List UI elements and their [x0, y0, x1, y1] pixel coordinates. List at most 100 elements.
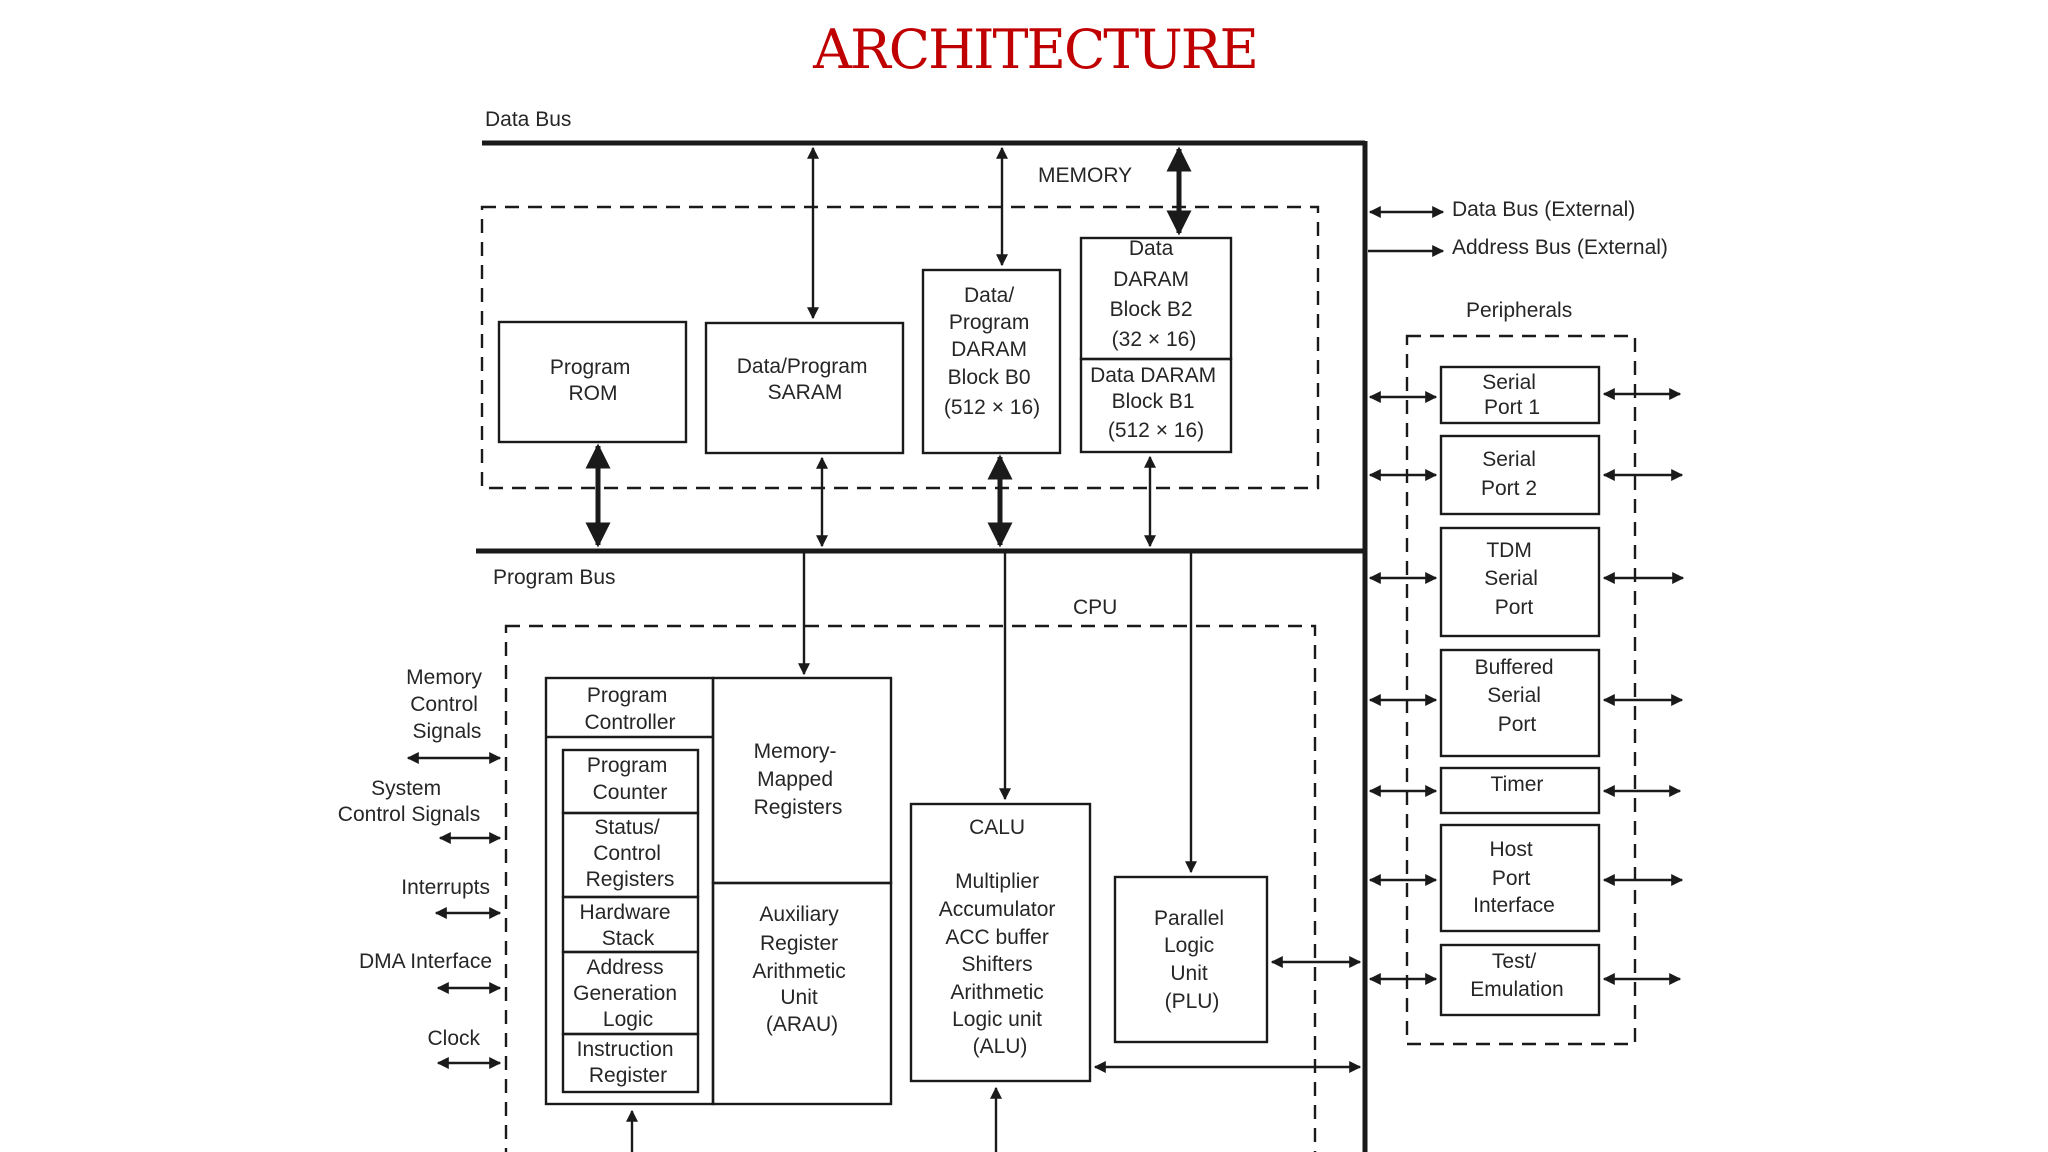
arau-line: Arithmetic	[752, 960, 845, 983]
serial-port-2-block: Serial Port 2	[1439, 434, 1601, 516]
plu-line: (PLU)	[1165, 990, 1220, 1013]
svg-text:Auxiliary Register: Auxiliary Register Arithmetic Unit (ARAU…	[752, 903, 851, 1036]
svg-text:Program ROM: Program ROM	[550, 356, 636, 405]
calu-line: Arithmetic	[950, 981, 1043, 1004]
address-bus-external-label: Address Bus (External)	[1452, 236, 1668, 259]
daram-b0-line: (512 × 16)	[944, 396, 1040, 419]
memory-label: MEMORY	[1038, 164, 1132, 187]
svg-text:Hardware Stack: Hardware Stack	[580, 901, 677, 950]
daram-b2-line: DARAM	[1113, 268, 1189, 291]
svg-text:Parallel Logic Uni: Parallel Logic Unit (PLU)	[1154, 907, 1230, 1013]
daram-b1-block: Data DARAM Block B1 (512 × 16)	[1079, 357, 1233, 454]
daram-b0-line: Block B0	[948, 366, 1031, 389]
tdm-serial-port-block: TDM Serial Port	[1439, 526, 1601, 638]
clock-label: Clock	[427, 1027, 480, 1050]
calu-line: Shifters	[961, 953, 1032, 976]
daram-b2-line: Data	[1129, 237, 1174, 260]
arau-line: Register	[760, 932, 838, 955]
saram-block: Data/Program SARAM	[704, 321, 905, 455]
svg-text:Host Port Interfac: Host Port Interface	[1473, 838, 1555, 917]
test-emulation-line: Emulation	[1470, 978, 1563, 1001]
plu-line: Unit	[1170, 962, 1208, 985]
calu-line: Accumulator	[939, 898, 1056, 921]
memory-control-signals-label: Memory Control Signals	[406, 666, 488, 743]
calu-line: (ALU)	[973, 1035, 1028, 1058]
plu-line: Parallel	[1154, 907, 1224, 930]
status-control-registers-line: Control	[593, 842, 661, 865]
calu-block: CALU Multiplier Accumulator ACC buffer S…	[909, 802, 1092, 1083]
host-port-interface-line: Host	[1489, 838, 1532, 861]
arau-block: Auxiliary Register Arithmetic Unit (ARAU…	[711, 881, 893, 1106]
calu-line: Multiplier	[955, 870, 1039, 893]
cpu-label: CPU	[1073, 596, 1117, 619]
address-generation-logic-line: Address	[587, 956, 664, 979]
calu-line: ACC buffer	[945, 926, 1049, 949]
memory-group	[480, 205, 1320, 490]
program-rom-line: Program	[550, 356, 631, 379]
timer-line: Timer	[1491, 773, 1544, 796]
tdm-serial-port-line: Port	[1495, 596, 1534, 619]
svg-text:Data/ Program DARA: Data/ Program DARAM Block B0 (512 × 16)	[944, 284, 1040, 419]
svg-text:CALU Multiplier Ac: CALU Multiplier Accumulator ACC buffer S…	[939, 816, 1062, 1058]
instruction-register-block: Instruction Register	[561, 1032, 700, 1094]
test-emulation-block: Test/ Emulation	[1439, 943, 1601, 1017]
host-port-interface-line: Interface	[1473, 894, 1555, 917]
daram-b0-line: Program	[949, 311, 1030, 334]
peripherals-title: Peripherals	[1466, 299, 1572, 322]
address-generation-logic-block: Address Generation Logic	[561, 950, 700, 1036]
serial-port-1-line: Port 1	[1484, 396, 1540, 419]
svg-text:Data/Program SARAM: Data/Program SARAM	[737, 355, 874, 404]
daram-b0-line: DARAM	[951, 338, 1027, 361]
status-control-registers-block: Status/ Control Registers	[561, 811, 700, 899]
program-controller-block: Program Controller	[544, 676, 715, 1106]
cpu-group	[504, 624, 1317, 1152]
svg-text:Data DARAM Block B1: Data DARAM Block B1 (512 × 16)	[1090, 364, 1222, 442]
program-counter-line: Program	[587, 754, 668, 777]
daram-b2-line: Block B2	[1110, 298, 1193, 321]
saram-line: SARAM	[768, 381, 843, 404]
hardware-stack-block: Hardware Stack	[561, 895, 700, 954]
svg-text:Memory- Mapped Reg: Memory- Mapped Registers	[754, 740, 843, 819]
svg-text:Program Counter: Program Counter	[587, 754, 673, 804]
program-rom-line: ROM	[569, 382, 618, 405]
serial-port-2-line: Port 2	[1481, 477, 1537, 500]
svg-text:Instruction Register: Instruction Register	[577, 1038, 680, 1087]
memory-mapped-registers-line: Registers	[754, 796, 843, 819]
saram-line: Data/Program	[737, 355, 868, 378]
program-controller-line: Program	[587, 684, 668, 707]
data-bus-external-label: Data Bus (External)	[1452, 198, 1635, 221]
peripherals-group	[1405, 334, 1637, 1046]
hardware-stack-line: Hardware	[580, 901, 671, 924]
daram-b1-line: Block B1	[1112, 390, 1195, 413]
test-emulation-line: Test/	[1492, 950, 1537, 973]
calu-line: Logic unit	[952, 1008, 1042, 1031]
tdm-serial-port-line: Serial	[1484, 567, 1538, 590]
program-counter-block: Program Counter	[561, 748, 700, 815]
calu-line: CALU	[969, 816, 1025, 839]
arau-line: (ARAU)	[766, 1013, 838, 1036]
page-title: ARCHITECTURE	[813, 18, 1259, 81]
plu-block: Parallel Logic Unit (PLU)	[1113, 875, 1269, 1044]
svg-text:Serial Port 2: Serial Port 2	[1481, 448, 1542, 500]
svg-text:TDM Serial Port: TDM Serial Port	[1484, 539, 1544, 619]
memory-mapped-registers-line: Mapped	[757, 768, 833, 791]
daram-b1-line: Data DARAM	[1090, 364, 1216, 387]
address-generation-logic-line: Generation	[573, 982, 677, 1005]
status-control-registers-line: Registers	[586, 868, 675, 891]
memory-mapped-registers-line: Memory-	[754, 740, 837, 763]
svg-text:Serial Port 1: Serial Port 1	[1482, 371, 1542, 419]
timer-block: Timer	[1439, 766, 1601, 815]
serial-port-1-line: Serial	[1482, 371, 1536, 394]
serial-port-2-line: Serial	[1482, 448, 1536, 471]
buffered-serial-port-line: Serial	[1487, 684, 1541, 707]
daram-b2-line: (32 × 16)	[1112, 328, 1197, 351]
program-counter-line: Counter	[593, 781, 668, 804]
svg-text:Data DARAM Block B: Data DARAM Block B2 (32 × 16)	[1110, 237, 1199, 351]
svg-text:Timer: Timer	[1491, 773, 1544, 796]
status-control-registers-line: Status/	[594, 816, 660, 839]
instruction-register-line: Register	[589, 1064, 667, 1087]
svg-text:Test/ Emulation: Test/ Emulation	[1470, 950, 1563, 1001]
svg-text:Status/ Control Re: Status/ Control Registers	[586, 816, 675, 891]
hardware-stack-line: Stack	[602, 927, 655, 950]
